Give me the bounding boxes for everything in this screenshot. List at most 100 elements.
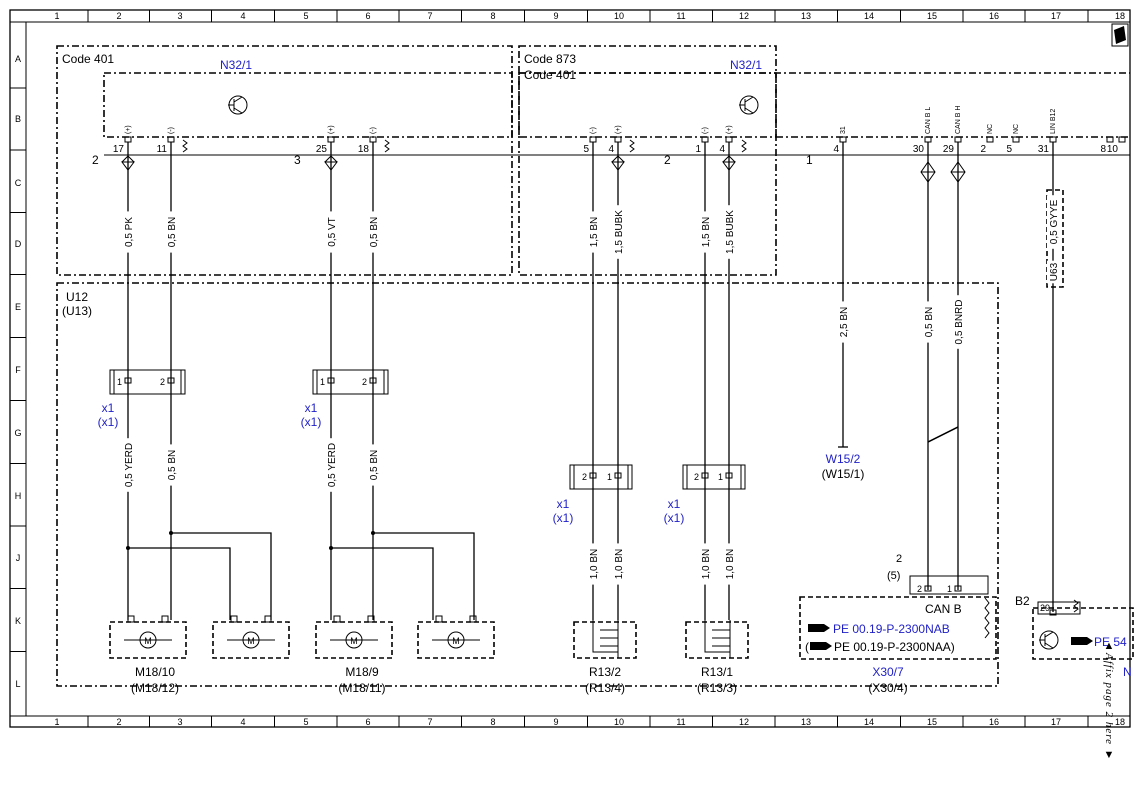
grid-column-label: 4 [240, 717, 245, 727]
grid-column-label: 1 [54, 717, 59, 727]
component-alt-id: (R13/3) [697, 681, 737, 695]
n32-link-right[interactable]: N32/1 [730, 58, 762, 72]
motor-icon: M [212, 615, 290, 659]
grid-column-label: 3 [177, 717, 182, 727]
motor-glyph: M [452, 636, 460, 646]
grid-column-label: 18 [1115, 11, 1125, 21]
grid-row-label: F [15, 365, 21, 375]
connector-link[interactable]: x1 [668, 497, 681, 511]
connector-link-alt[interactable]: (x1) [664, 511, 685, 525]
wire-color-label: 0,5 BN [369, 450, 380, 481]
connector-number: 1 [806, 153, 813, 167]
wire-color-label: 2,5 BN [839, 307, 850, 338]
pin-signal-label: CAN B L [925, 107, 932, 134]
grid-row-label: A [15, 54, 21, 64]
grid-row-label: D [15, 239, 22, 249]
motor-glyph: M [350, 636, 358, 646]
pin-number: 31 [1038, 144, 1050, 155]
grid-column-label: 11 [676, 717, 685, 727]
wire-color-label: 1,0 BN [589, 549, 600, 580]
component-id[interactable]: X30/7 [872, 665, 904, 679]
connector-x1: 2 1 x1(x1) [664, 464, 746, 525]
wire-color-label: 0,5 YERD [124, 443, 135, 487]
code873-box [518, 45, 777, 276]
grid-column-label: 12 [739, 717, 749, 727]
transistor-icon [228, 95, 248, 115]
motor-icon: M [417, 615, 495, 659]
pin-signal-label: (+) [328, 125, 335, 134]
ref-link-cut[interactable]: N [1123, 665, 1132, 679]
connector-pin-number: 1 [947, 584, 952, 594]
connector-pin-number: 1 [718, 472, 723, 482]
grid-column-label: 5 [303, 717, 308, 727]
connector-pin-number: 1 [117, 377, 122, 387]
grid-column-label: 16 [989, 11, 999, 21]
grid-column-label: 8 [490, 11, 495, 21]
pin-number: 29 [1040, 603, 1050, 613]
connector-link-alt[interactable]: (x1) [98, 415, 119, 429]
motor-icon: M [315, 615, 393, 659]
grid-column-label: 17 [1051, 717, 1061, 727]
grid-column-label: 7 [427, 717, 432, 727]
grid-column-label: 14 [864, 11, 874, 21]
pin-signal-label: (-) [702, 127, 709, 134]
connector-pin-number: 2 [694, 472, 699, 482]
pin-signal-label: NC [987, 124, 994, 134]
grid-column-label: 5 [303, 11, 308, 21]
pin-signal-label: (-) [370, 127, 377, 134]
grid-column-label: 15 [927, 717, 937, 727]
wire-color-label: 0,5 BN [167, 217, 178, 248]
wire-color-label: 0,5 YERD [327, 443, 338, 487]
n32-module-right [518, 72, 777, 138]
grid-row-label: H [15, 491, 22, 501]
grid-column-label: 14 [864, 717, 874, 727]
affix-page-note: ▲Affix page 2 here ▼ [1103, 640, 1115, 762]
grid-column-label: 10 [614, 11, 624, 21]
connector-pin-number: 2 [160, 377, 165, 387]
grid-row-label: K [15, 616, 21, 626]
ref-link-pe54[interactable]: PE 54 [1094, 635, 1127, 649]
pin-number: 4 [833, 144, 839, 155]
connector-number: 2 [664, 153, 671, 167]
grid-column-label: 18 [1115, 717, 1125, 727]
grid-column-label: 7 [427, 11, 432, 21]
pin-signal-label: (-) [168, 127, 175, 134]
grid-column-label: 3 [177, 11, 182, 21]
ground-link[interactable]: W15/2 [826, 452, 861, 466]
grid-column-label: 10 [614, 717, 624, 727]
component-alt-id: (M18/11) [338, 681, 385, 695]
n32-link-left[interactable]: N32/1 [220, 58, 252, 72]
ref-link-nab[interactable]: PE 00.19-P-2300NAB [833, 622, 950, 636]
diagram-frame [9, 9, 1131, 728]
connector-link-alt[interactable]: (x1) [301, 415, 322, 429]
connector-link[interactable]: x1 [102, 401, 115, 415]
wire-color-label: 1,0 BN [614, 549, 625, 580]
component-id: M18/10 [135, 665, 175, 679]
grid-column-label: 9 [553, 717, 558, 727]
ground-alt-id: (W15/1) [822, 467, 865, 481]
u13-label: (U13) [62, 304, 92, 318]
module-pins: (+)17(-)11(+)25(-)18(-)5(+)4(-)1(+)4314C… [113, 106, 1126, 155]
u12-box [56, 282, 999, 687]
grid-column-label: 6 [365, 717, 370, 727]
grid-column-label: 2 [116, 717, 121, 727]
connector-link-alt[interactable]: (x1) [553, 511, 574, 525]
grid-column-labels: 1122334455667788991010111112121313141415… [54, 10, 1125, 727]
grid-column-label: 16 [989, 717, 999, 727]
connector-number: 3 [294, 153, 301, 167]
can-b-label: CAN B [925, 602, 962, 616]
pin-number: 8 [1100, 144, 1106, 155]
grid-column-label: 17 [1051, 11, 1061, 21]
grid-row-label: G [14, 428, 21, 438]
connector-link[interactable]: x1 [305, 401, 318, 415]
wire-color-label: 1,5 BUBK [614, 210, 625, 254]
connector-link[interactable]: x1 [557, 497, 570, 511]
wire-color-label: 0,5 VT [327, 217, 338, 246]
